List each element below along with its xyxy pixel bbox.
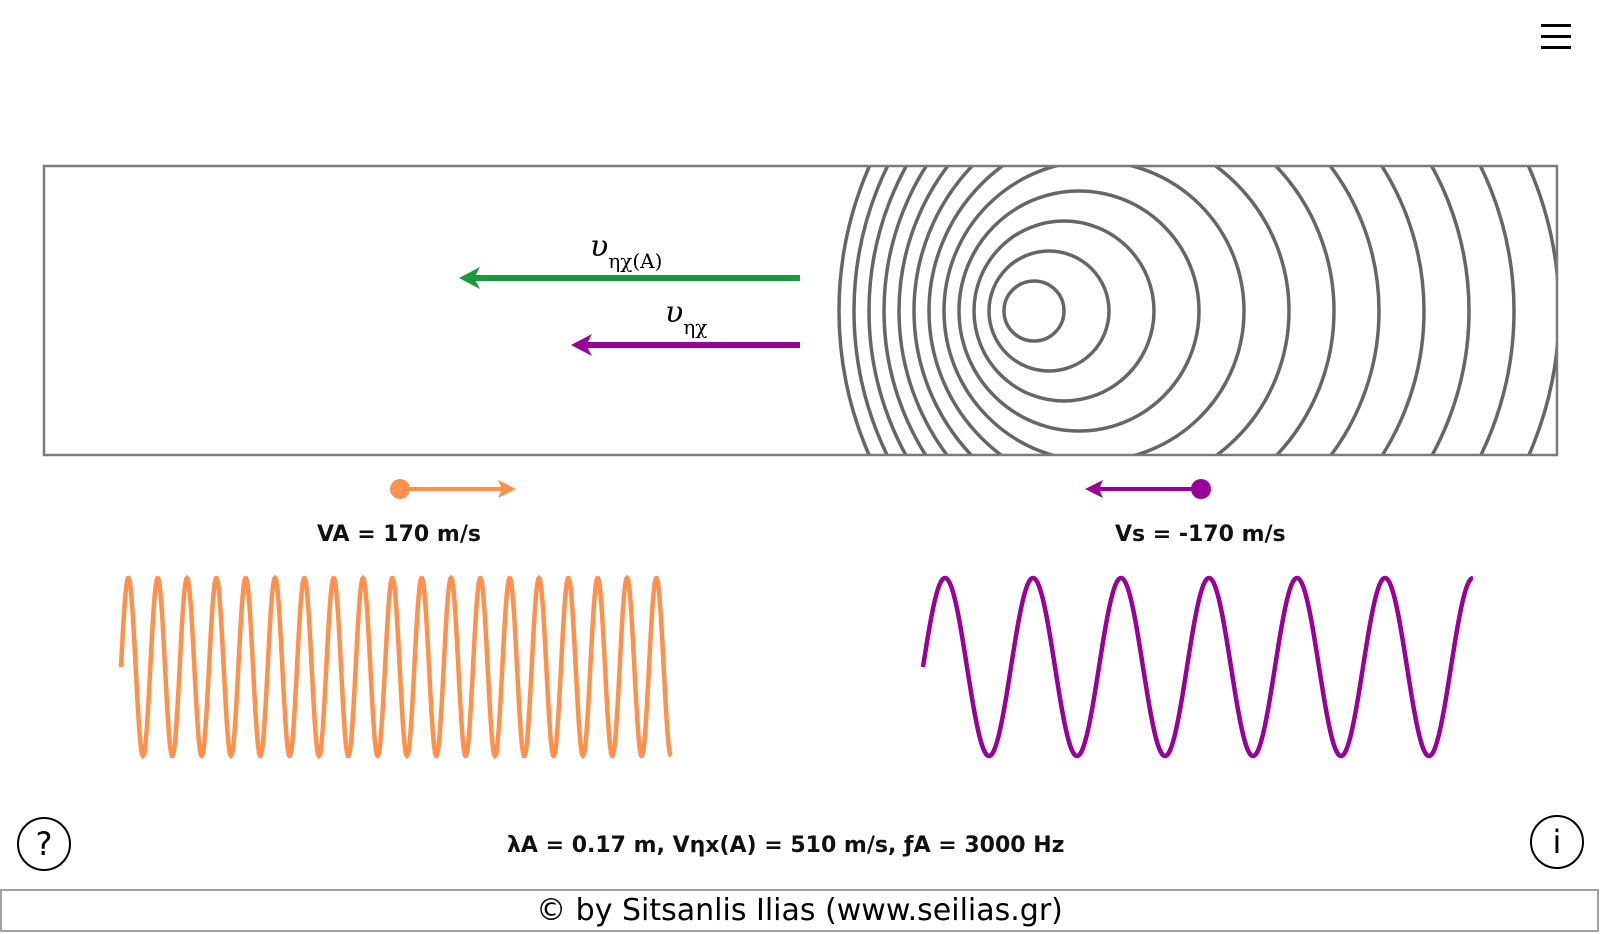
wave-speed-label: υηχ [665,295,707,339]
wave-speed-observer-arrow [459,267,800,289]
observer-velocity-arrow [390,479,516,499]
wave-speed-observer-label: υηχ(A) [590,229,662,273]
wavefront-ring [867,166,1471,455]
source-dot [1191,479,1211,499]
hamburger-menu-icon-bar [1541,46,1571,49]
wavefront-ring [882,166,1426,455]
wavefronts [837,166,1557,455]
observed-wave [118,574,673,760]
info-button[interactable]: i [1530,815,1584,869]
wavefront-ring [927,166,1291,455]
footer-credit: © by Sitsanlis Ilias (www.seilias.gr) [0,889,1599,932]
wavefront-ring [897,166,1381,455]
menu-button[interactable] [1541,22,1571,52]
hamburger-menu-icon [1541,24,1571,27]
wave-medium-box [42,164,1559,457]
wave-speed-arrow [571,334,800,356]
wavefront-ring [987,249,1111,373]
source-wave [920,575,1474,759]
wavefront-ring [942,166,1246,455]
question-icon: ? [35,825,53,863]
footer-text: © by Sitsanlis Ilias (www.seilias.gr) [536,893,1063,928]
hamburger-menu-icon-bar [1541,35,1571,38]
source-velocity-arrow [1085,479,1211,499]
info-icon: i [1552,823,1562,861]
observer-dot [390,479,410,499]
wavefront-ring [957,189,1201,433]
results-readout: λA = 0.17 m, Vηx(A) = 510 m/s, ƒA = 3000… [507,833,1065,858]
wavefront-ring [852,166,1516,455]
source-velocity-label: Vs = -170 m/s [1115,522,1286,547]
help-button[interactable]: ? [17,817,71,871]
observer-velocity-label: VA = 170 m/s [317,522,481,547]
wavefront-ring [972,219,1156,403]
wavefront-ring [912,166,1336,455]
wavefront-ring [1002,279,1066,343]
wavefront-ring [837,166,1557,455]
